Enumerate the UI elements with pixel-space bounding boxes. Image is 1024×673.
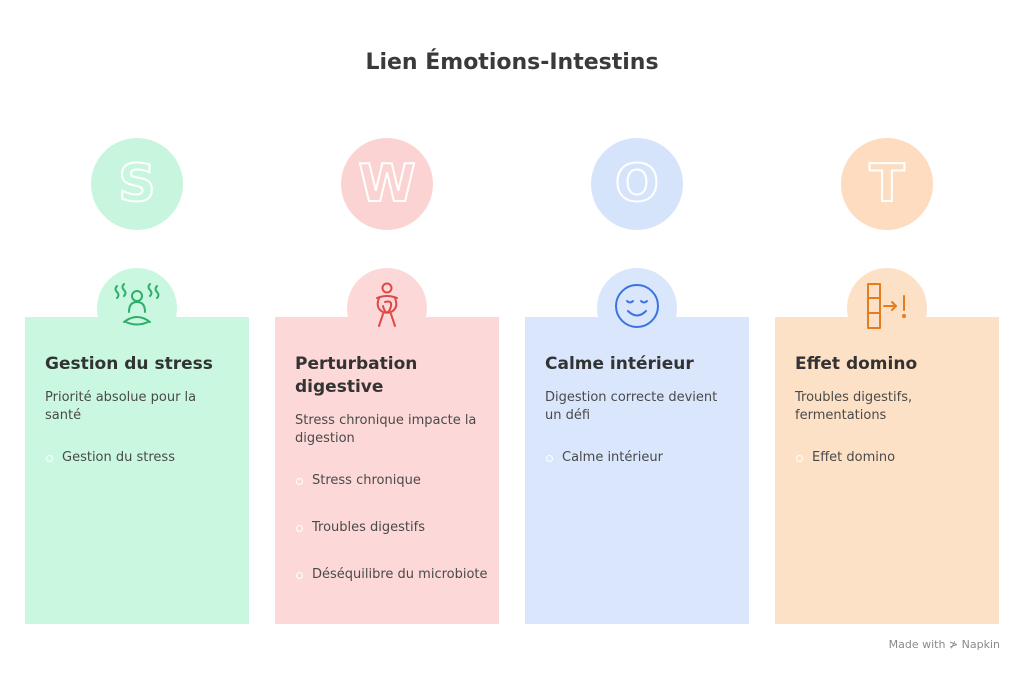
- letter-circle-w: W: [341, 138, 433, 230]
- card-threats: [775, 317, 999, 624]
- letter-circle-o: O: [591, 138, 683, 230]
- card-description: Troubles digestifs, fermentations: [795, 390, 913, 423]
- list-item: Stress chronique: [295, 472, 490, 490]
- smiley-calm-icon: [615, 284, 659, 328]
- icon-bump: [347, 268, 427, 348]
- swot-column-s: S Gestion du stress Priorité absolue pou…: [25, 0, 249, 673]
- person-knot-icon: [376, 282, 398, 327]
- icon-bump: [97, 268, 177, 348]
- card-weaknesses: [275, 317, 499, 624]
- card-strengths: [25, 317, 249, 624]
- page-title: Lien Émotions-Intestins: [365, 50, 659, 75]
- card-description: Stress chronique impacte la digestion: [295, 413, 477, 446]
- letter-w: W: [357, 153, 416, 215]
- card-heading: Calme intérieur: [545, 354, 694, 374]
- card-heading: Perturbation digestive: [295, 354, 418, 397]
- swot-column-t: T Effet domino Troubles digestifs, ferme…: [775, 0, 999, 673]
- made-with-napkin-footer: Made with ≯ Napkin: [888, 638, 1000, 651]
- swot-column-o: O Calme intérieur Digestion correcte dev…: [525, 0, 749, 673]
- swot-column-w: W Perturbation digestive Stress chroniqu…: [275, 0, 499, 673]
- list-item: Troubles digestifs: [295, 519, 490, 537]
- card-heading: Effet domino: [795, 354, 918, 374]
- list-item: Effet domino: [795, 449, 990, 467]
- bullet-list: Effet domino: [795, 449, 990, 467]
- icon-bump: [847, 268, 927, 348]
- meditation-steam-icon: [114, 283, 160, 326]
- list-item: Gestion du stress: [45, 449, 240, 467]
- letter-s: S: [117, 153, 156, 215]
- card-description: Digestion correcte devient un défi: [545, 390, 718, 423]
- card-description: Priorité absolue pour la santé: [45, 390, 197, 423]
- list-item: Déséquilibre du microbiote: [295, 566, 490, 584]
- bullet-list: Stress chronique Troubles digestifs Désé…: [295, 472, 490, 584]
- bullet-list: Calme intérieur: [545, 449, 740, 467]
- bullet-list: Gestion du stress: [45, 449, 240, 467]
- letter-circle-s: S: [91, 138, 183, 230]
- icon-bump: [597, 268, 677, 348]
- letter-o: O: [614, 153, 660, 215]
- letter-circle-t: T: [841, 138, 933, 230]
- domino-arrow-icon: [867, 283, 906, 329]
- card-heading: Gestion du stress: [45, 354, 213, 374]
- card-opportunities: [525, 317, 749, 624]
- letter-t: T: [868, 153, 906, 215]
- list-item: Calme intérieur: [545, 449, 740, 467]
